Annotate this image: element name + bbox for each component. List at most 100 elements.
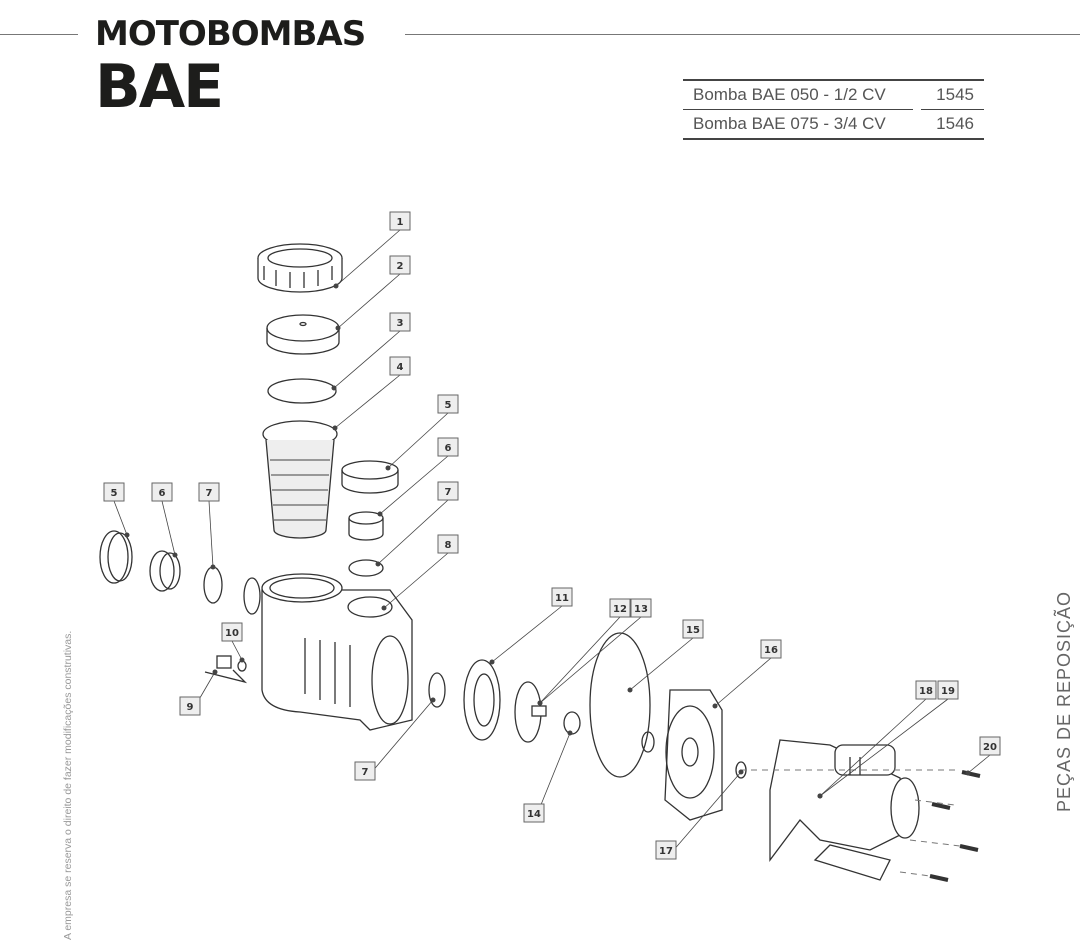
callout-number: 5 xyxy=(111,488,118,499)
callout-dot xyxy=(333,283,339,289)
callout-number: 19 xyxy=(941,686,955,697)
callout-box xyxy=(437,534,459,554)
callout-leader xyxy=(113,500,128,536)
callout-leader xyxy=(819,698,927,797)
part-seal-plate-o-ring xyxy=(589,632,651,778)
callout-dot xyxy=(210,564,216,570)
callout-box xyxy=(630,598,652,618)
part-o-ring xyxy=(267,378,337,404)
part-union-nut xyxy=(99,530,133,584)
callout-number: 13 xyxy=(634,604,648,615)
callout-dot xyxy=(738,769,744,775)
part-basket xyxy=(262,420,338,539)
callout-dot xyxy=(537,700,543,706)
part-o-ring xyxy=(203,566,223,604)
callout-number: 12 xyxy=(613,604,627,615)
axis-lines xyxy=(740,769,961,877)
callout-number: 15 xyxy=(686,625,700,636)
callout-leader xyxy=(665,771,742,860)
callout-number: 17 xyxy=(659,846,673,857)
part-o-ring xyxy=(348,559,384,577)
callout-number: 8 xyxy=(445,540,452,551)
callout-leader xyxy=(539,616,642,704)
model-code: 1545 xyxy=(921,79,984,110)
part-union-adapter xyxy=(149,550,181,592)
callout-number: 10 xyxy=(225,628,239,639)
part-drain-plug xyxy=(204,655,248,684)
callout-dot xyxy=(332,425,338,431)
callout-box xyxy=(221,622,243,642)
callout-leader xyxy=(208,500,214,568)
header-rule-left xyxy=(0,34,78,35)
callout-dot xyxy=(335,325,341,331)
callout-leader xyxy=(337,273,401,329)
title-line-2: BAE xyxy=(95,52,224,122)
part-lid xyxy=(266,314,340,355)
callout-box xyxy=(655,840,677,860)
callout-box xyxy=(389,356,411,376)
models-table: Bomba BAE 050 - 1/2 CV 1545 Bomba BAE 07… xyxy=(683,79,984,140)
part-motor xyxy=(769,739,920,881)
callout-dot xyxy=(331,385,337,391)
model-code: 1546 xyxy=(921,109,984,140)
callout-number: 14 xyxy=(527,809,541,820)
callout-dot xyxy=(212,669,218,675)
callout-leader xyxy=(819,698,949,797)
part-union-adapter xyxy=(348,511,384,541)
part-seal-plate xyxy=(664,689,723,821)
callout-box xyxy=(354,761,376,781)
callout-box xyxy=(103,482,125,502)
callout-number: 7 xyxy=(206,488,213,499)
callout-number: 6 xyxy=(159,488,166,499)
model-name: Bomba BAE 050 - 1/2 CV xyxy=(683,79,914,110)
callout-leader xyxy=(491,605,563,663)
callout-leader xyxy=(335,229,401,287)
callout-dot xyxy=(489,659,495,665)
part-lock-ring xyxy=(257,243,343,293)
callout-dot xyxy=(124,532,130,538)
header-rule-right xyxy=(405,34,1080,35)
callout-number: 6 xyxy=(445,443,452,454)
callout-dot xyxy=(712,703,718,709)
callout-number: 7 xyxy=(362,767,369,778)
callout-leader xyxy=(377,499,449,565)
callout-box xyxy=(682,619,704,639)
part-diffuser xyxy=(463,659,501,741)
callout-box xyxy=(523,803,545,823)
callout-dot xyxy=(965,770,971,776)
part-seal-seat xyxy=(641,731,655,753)
callout-box xyxy=(179,696,201,716)
callout-box xyxy=(437,481,459,501)
title-line-1: MOTOBOMBAS xyxy=(95,14,366,54)
callout-dot xyxy=(567,730,573,736)
callout-leader xyxy=(364,699,434,781)
part-pump-body xyxy=(243,573,413,731)
callout-box xyxy=(609,598,631,618)
callout-number: 20 xyxy=(983,742,997,753)
callout-dot xyxy=(172,552,178,558)
callout-leader xyxy=(161,500,176,556)
callout-dot xyxy=(239,657,245,663)
callout-box xyxy=(979,736,1001,756)
callout-number: 11 xyxy=(555,593,569,604)
callout-box xyxy=(760,639,782,659)
callout-box xyxy=(389,211,411,231)
callout-dot xyxy=(385,465,391,471)
callout-number: 16 xyxy=(764,645,778,656)
callout-leader xyxy=(629,637,694,691)
callout-box xyxy=(198,482,220,502)
callout-leader xyxy=(334,374,401,429)
callout-box xyxy=(437,437,459,457)
callout-dot xyxy=(430,697,436,703)
callout-dot xyxy=(817,793,823,799)
callout-number: 4 xyxy=(397,362,404,373)
callout-leader xyxy=(967,754,991,774)
callout-number: 2 xyxy=(397,261,404,272)
part-union-nut xyxy=(341,460,399,494)
callout-dot xyxy=(375,561,381,567)
part-mechanical-seal xyxy=(563,711,581,735)
callout-number: 5 xyxy=(445,400,452,411)
callout-number: 3 xyxy=(397,318,404,329)
callout-leader xyxy=(387,412,449,469)
